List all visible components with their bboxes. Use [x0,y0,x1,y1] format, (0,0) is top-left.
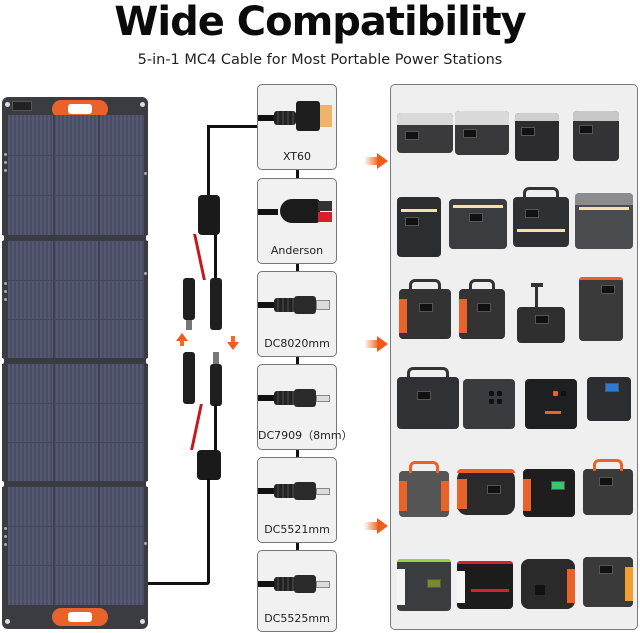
connector-dc8020: DC8020mm [257,271,337,357]
panel-section-2 [8,241,144,358]
page-subtitle: 5-in-1 MC4 Cable for Most Portable Power… [137,52,503,68]
red-cable [193,234,206,280]
page-title: Wide Compatibility [114,0,526,45]
connector-dc5521: DC5521mm [257,457,337,543]
power-station-icon [455,111,509,155]
cable-segment [207,125,210,197]
connector-anderson: Anderson [257,178,337,264]
panel-section-3 [8,364,144,481]
arrow-up-icon [176,333,188,341]
mc4-connector-icon [210,352,222,406]
power-station-icon [583,459,633,515]
cable-segment [148,582,210,585]
power-station-icon [523,469,575,517]
arrow-right-icon [364,153,388,169]
connector-label: DC7909（8mm） [258,429,353,442]
power-station-icon [521,559,575,609]
connector-label: XT60 [282,150,312,163]
panel-section-4 [8,487,144,605]
compatible-stations-grid [390,84,638,630]
panel-junction-box [12,101,32,111]
panel-bottom-handle [52,608,108,626]
power-station-icon [573,111,619,161]
red-cable [190,404,203,450]
mc4-connector-icon [210,278,222,330]
power-station-icon [515,113,559,161]
black-cable [214,404,217,450]
power-station-icon [397,197,441,257]
power-station-icon [457,469,515,515]
arrow-right-icon [364,336,388,352]
connector-label: Anderson [270,244,324,257]
connector-dc5525: DC5525mm [257,550,337,632]
power-station-icon [579,277,623,341]
panel-section-1 [8,115,144,235]
power-station-icon [517,283,565,343]
power-station-icon [397,559,451,611]
connector-label: DC5521mm [264,523,330,536]
power-station-icon [457,561,513,609]
connector-dc7909: DC7909（8mm） [257,364,353,450]
power-station-icon [513,187,569,247]
panel-top-handle [52,100,108,118]
mc4-connector-icon [183,352,195,404]
black-cable [214,234,217,280]
cable-segment [207,125,259,128]
power-station-icon [463,379,515,429]
mc4-connector-icon [183,278,195,330]
power-station-icon [575,193,633,249]
y-splitter-icon [198,195,220,235]
power-station-icon [399,279,451,339]
connector-label: DC8020mm [264,337,330,350]
connector-xt60: XT60 [257,84,337,170]
power-station-icon [587,377,631,421]
power-station-icon [525,379,577,429]
connector-label: DC5525mm [264,612,330,625]
arrow-down-icon [227,342,239,350]
y-splitter-icon [197,450,221,480]
power-station-icon [459,279,505,339]
power-station-icon [397,113,453,153]
arrow-right-icon [364,518,388,534]
power-station-icon [399,461,449,517]
solar-panel-icon [0,97,150,629]
power-station-icon [397,367,459,429]
power-station-icon [583,557,633,607]
cable-segment [207,478,210,583]
power-station-icon [449,199,507,249]
